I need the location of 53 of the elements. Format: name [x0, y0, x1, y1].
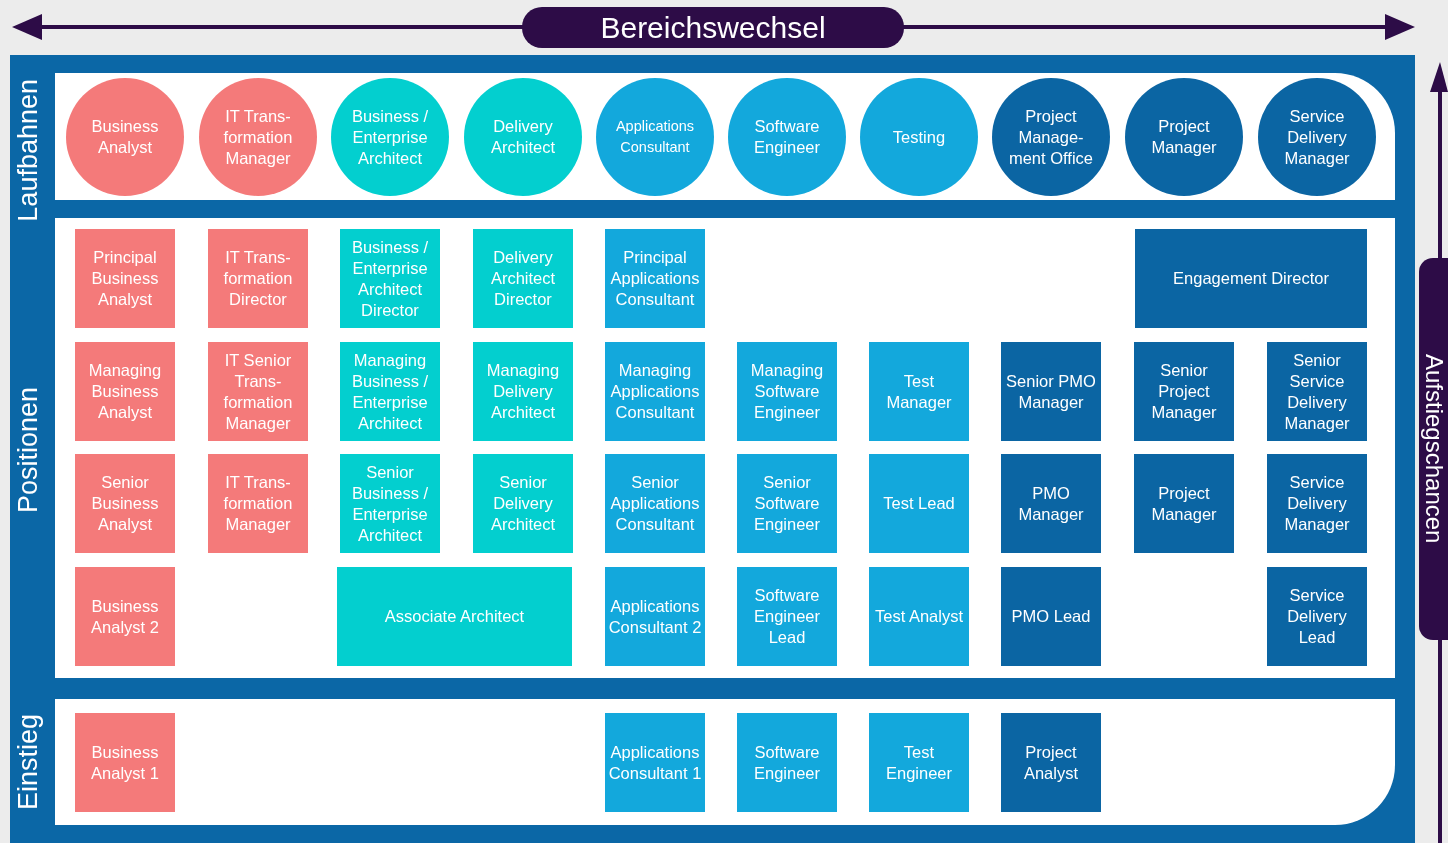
arrow-label: Bereichswechsel	[522, 7, 904, 48]
position-box: Senior Business Analyst	[75, 454, 175, 553]
career-circle: Testing	[860, 78, 978, 196]
section-heading: Laufbahnen	[13, 78, 44, 222]
position-box: Software Engineer Lead	[737, 567, 837, 666]
position-box: Senior Applications Consultant	[605, 454, 705, 553]
career-circle: Service Delivery Manager	[1258, 78, 1376, 196]
position-box: Senior Project Manager	[1134, 342, 1234, 441]
career-circle: Applications Consultant	[596, 78, 714, 196]
position-box: Test Manager	[869, 342, 969, 441]
position-box: Senior PMO Manager	[1001, 342, 1101, 441]
position-box: Associate Architect	[337, 567, 572, 666]
position-box: IT Trans- formation Manager	[208, 454, 308, 553]
position-box: Test Engineer	[869, 713, 969, 812]
career-circle: Business Analyst	[66, 78, 184, 196]
position-box: Managing Applications Consultant	[605, 342, 705, 441]
position-box: Engagement Director	[1135, 229, 1367, 328]
position-box: Test Analyst	[869, 567, 969, 666]
position-box: Managing Delivery Architect	[473, 342, 573, 441]
career-circle: Project Manage- ment Office	[992, 78, 1110, 196]
position-box: Senior Software Engineer	[737, 454, 837, 553]
career-circle: Business / Enterprise Architect	[331, 78, 449, 196]
position-box: Software Engineer	[737, 713, 837, 812]
position-box: Principal Applications Consultant	[605, 229, 705, 328]
position-box: Managing Business / Enterprise Architect	[340, 342, 440, 441]
career-circle: Delivery Architect	[464, 78, 582, 196]
career-circle: IT Trans- formation Manager	[199, 78, 317, 196]
position-box: Business / Enterprise Architect Director	[340, 229, 440, 328]
position-box: PMO Manager	[1001, 454, 1101, 553]
position-box: Applications Consultant 1	[605, 713, 705, 812]
position-box: Principal Business Analyst	[75, 229, 175, 328]
position-box: Business Analyst 2	[75, 567, 175, 666]
position-box: Service Delivery Manager	[1267, 454, 1367, 553]
position-box: Service Delivery Lead	[1267, 567, 1367, 666]
position-box: IT Senior Trans- formation Manager	[208, 342, 308, 441]
position-box: IT Trans- formation Director	[208, 229, 308, 328]
position-box: Senior Delivery Architect	[473, 454, 573, 553]
arrow-label: Aufstiegschancen	[1419, 258, 1448, 640]
position-box: Senior Business / Enterprise Architect	[340, 454, 440, 553]
position-box: Managing Software Engineer	[737, 342, 837, 441]
position-box: Senior Service Delivery Manager	[1267, 342, 1367, 441]
position-box: Project Analyst	[1001, 713, 1101, 812]
position-box: Applications Consultant 2	[605, 567, 705, 666]
career-circle: Project Manager	[1125, 78, 1243, 196]
section-heading: Positionen	[13, 387, 44, 514]
section-heading: Einstieg	[13, 714, 44, 811]
position-box: Delivery Architect Director	[473, 229, 573, 328]
position-box: Project Manager	[1134, 454, 1234, 553]
position-box: PMO Lead	[1001, 567, 1101, 666]
position-box: Managing Business Analyst	[75, 342, 175, 441]
position-box: Test Lead	[869, 454, 969, 553]
position-box: Business Analyst 1	[75, 713, 175, 812]
career-circle: Software Engineer	[728, 78, 846, 196]
